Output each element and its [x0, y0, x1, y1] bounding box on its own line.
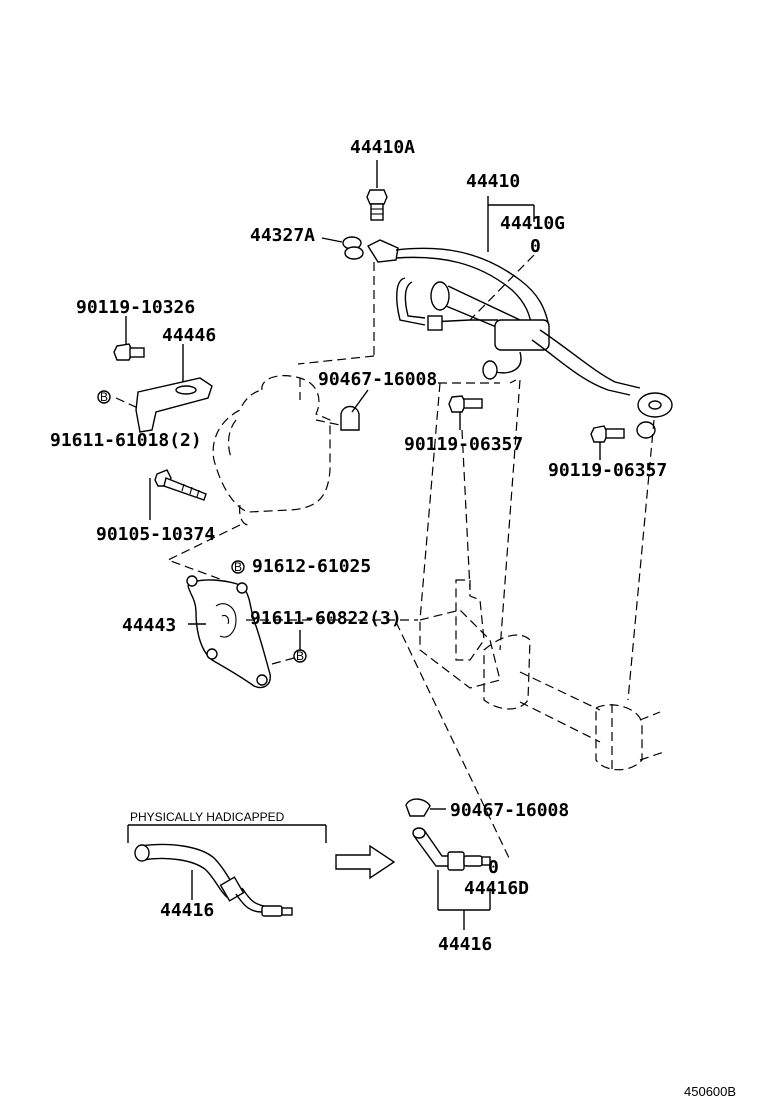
label-90467-16008-top: 90467-16008 [318, 369, 437, 390]
label-44416-variant: 44416 [160, 900, 214, 921]
label-90105-10374: 90105-10374 [96, 524, 215, 545]
label-44410: 44410 [466, 171, 520, 192]
label-90467-16008-bottom: 90467-16008 [450, 800, 569, 821]
figure-number: 450600B [684, 1084, 736, 1099]
marker-b-3: B [293, 649, 307, 663]
zero-mark-44410g: 0 [530, 236, 541, 257]
vane-pump-outline [212, 375, 341, 526]
clamp-90467-16008-bottom[interactable] [405, 798, 431, 817]
label-90119-06357-a: 90119-06357 [404, 434, 523, 455]
marker-b-1-text: B [100, 390, 108, 404]
label-91612-61025: 91612-61025 [252, 556, 371, 577]
marker-b-2-text: B [234, 560, 242, 574]
gasket-44327a[interactable] [342, 236, 364, 260]
return-hose-44416[interactable] [412, 827, 491, 871]
label-91611-60822: 91611-60822(3) [250, 608, 402, 629]
steering-gear-housing-outline [419, 579, 665, 771]
marker-b-3-text: B [296, 649, 304, 663]
label-44416d: 44416D [464, 878, 529, 899]
bolt-90105-10374[interactable] [154, 469, 207, 501]
bracket-44443[interactable] [186, 575, 271, 689]
return-hose-44416-variant[interactable] [134, 843, 293, 917]
union-bolt-44410a[interactable] [366, 160, 388, 221]
label-44443: 44443 [122, 615, 176, 636]
variant-arrow [335, 844, 396, 880]
label-44446: 44446 [162, 325, 216, 346]
bolt-90119-10326[interactable] [113, 343, 145, 361]
pressure-hose-44410[interactable] [366, 239, 673, 418]
bolt-90119-06357-a[interactable] [448, 395, 483, 413]
label-90119-10326: 90119-10326 [76, 297, 195, 318]
marker-b-1: B [97, 390, 111, 404]
zero-mark-44416d: 0 [488, 857, 499, 878]
marker-b-2: B [231, 560, 245, 574]
label-44416: 44416 [438, 934, 492, 955]
label-90119-06357-b: 90119-06357 [548, 460, 667, 481]
label-44410a: 44410A [350, 137, 415, 158]
label-44410g: 44410G [500, 213, 565, 234]
clamp-90467-16008-top[interactable] [340, 405, 360, 431]
label-44327a: 44327A [250, 225, 315, 246]
bolt-90119-06357-b[interactable] [590, 421, 656, 443]
bracket-44446[interactable] [135, 377, 213, 433]
variant-caption: PHYSICALLY HADICAPPED [130, 810, 285, 824]
label-91611-61018: 91611-61018(2) [50, 430, 202, 451]
